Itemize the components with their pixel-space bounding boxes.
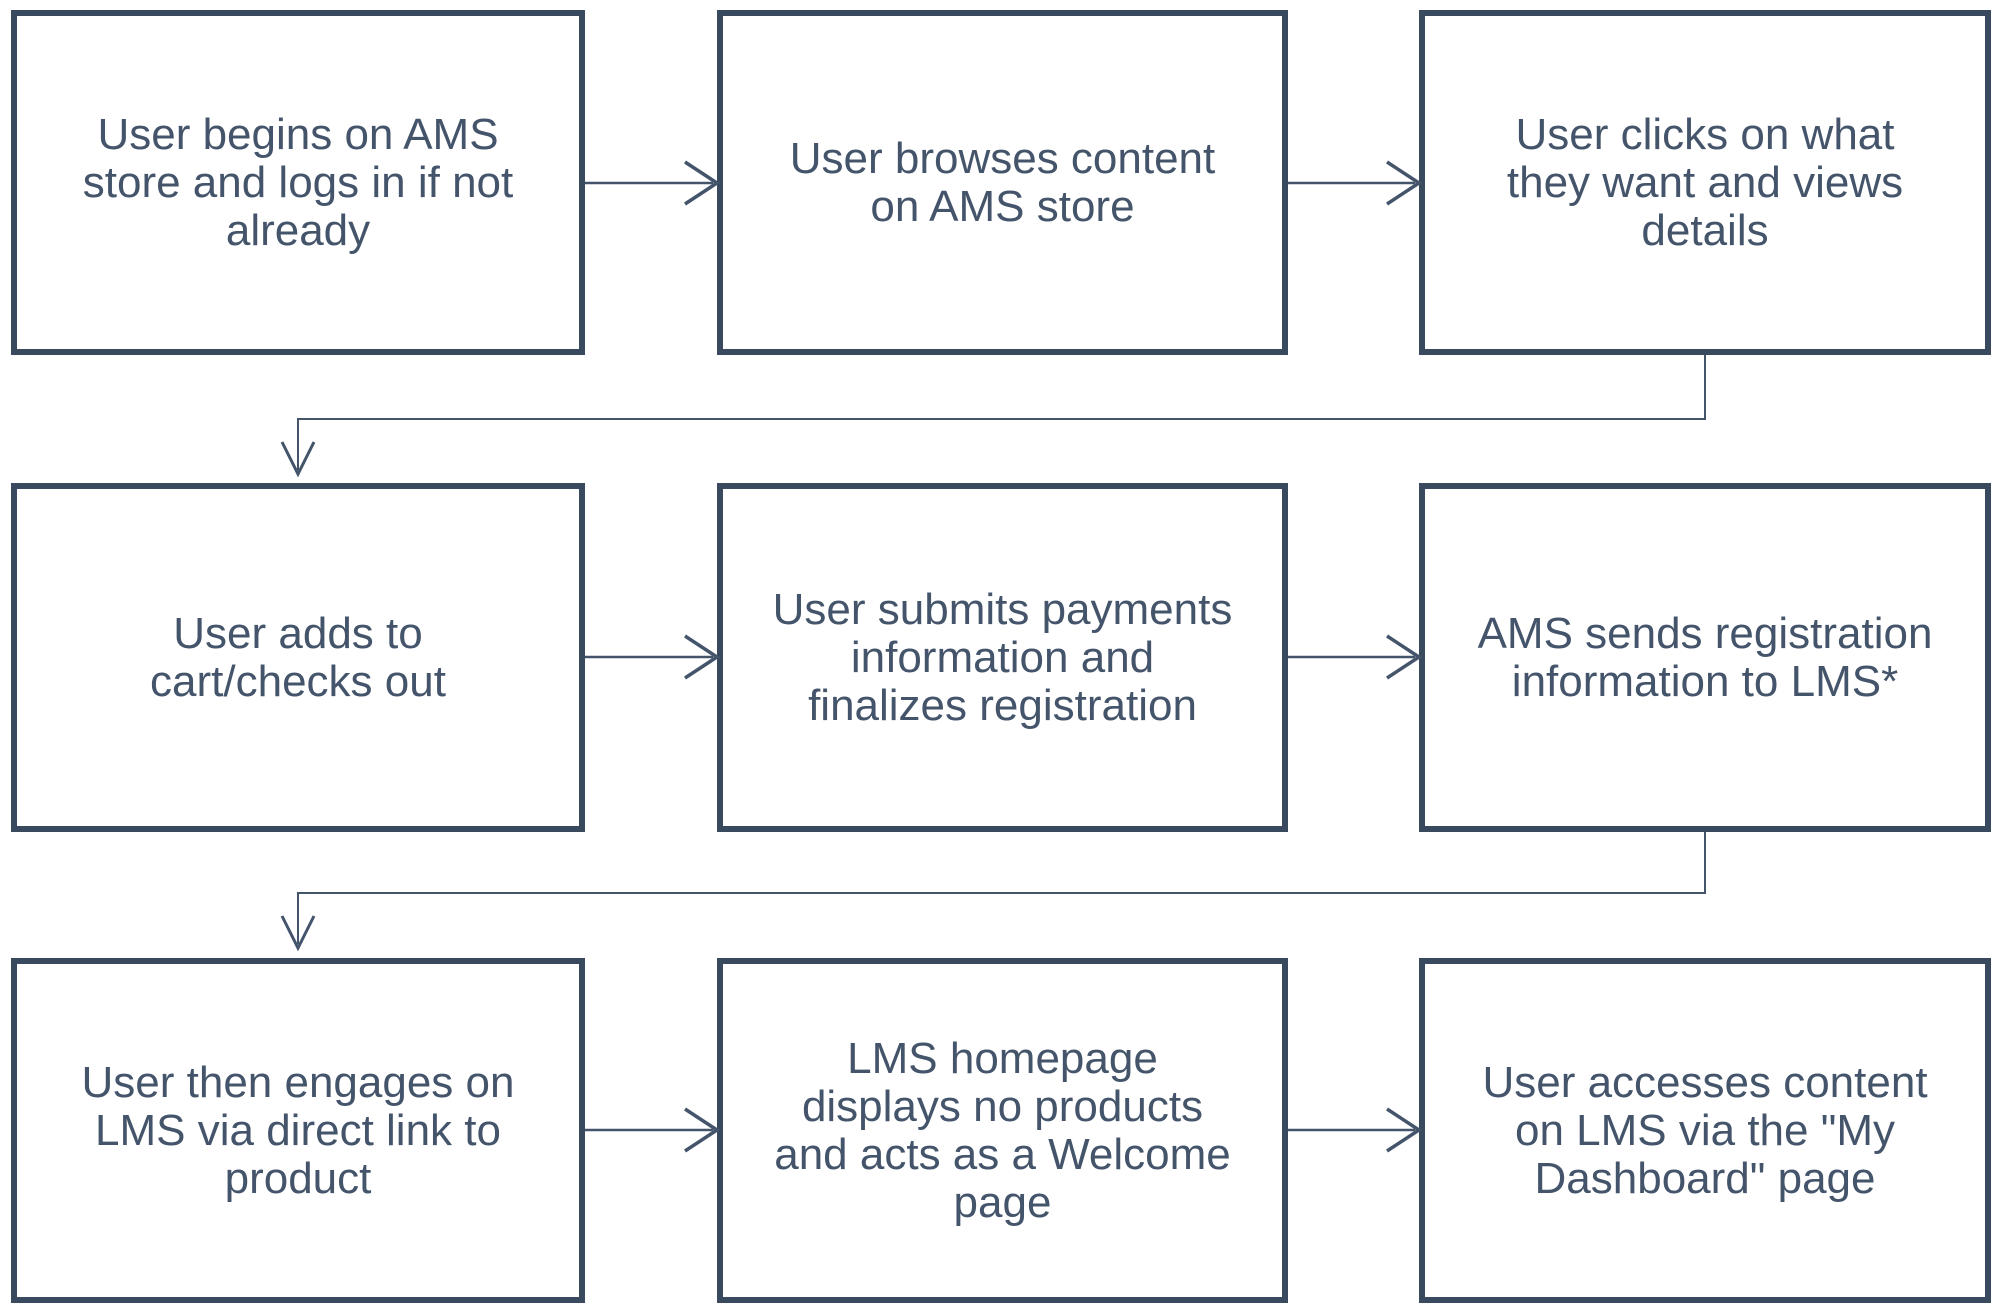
arrow-box7-to-box8 — [585, 1107, 721, 1153]
flow-box-1: User begins on AMS store and logs in if … — [11, 10, 585, 355]
flow-box-4-label: User adds to cart/checks out — [150, 608, 446, 706]
flow-box-5: User submits payments information and fi… — [717, 483, 1288, 832]
arrow-box5-to-box6 — [1288, 634, 1423, 680]
flow-box-3: User clicks on what they want and views … — [1419, 10, 1991, 355]
flow-box-1-label: User begins on AMS store and logs in if … — [82, 109, 514, 255]
flow-box-2: User browses content on AMS store — [717, 10, 1288, 355]
flow-box-9: User accesses content on LMS via the "My… — [1419, 958, 1991, 1303]
flow-box-3-label: User clicks on what they want and views … — [1506, 109, 1904, 255]
flow-box-9-label: User accesses content on LMS via the "My… — [1482, 1057, 1928, 1203]
flow-box-8: LMS homepage displays no products and ac… — [717, 958, 1288, 1303]
arrow-box2-to-box3 — [1288, 160, 1423, 206]
flow-box-5-label: User submits payments information and fi… — [772, 584, 1233, 730]
flow-box-2-label: User browses content on AMS store — [789, 133, 1216, 231]
flow-box-6-label: AMS sends registration information to LM… — [1477, 608, 1933, 706]
flow-box-6: AMS sends registration information to LM… — [1419, 483, 1991, 832]
arrow-box8-to-box9 — [1288, 1107, 1423, 1153]
elbow-arrow-box3-to-box4 — [280, 355, 1706, 478]
flow-box-7: User then engages on LMS via direct link… — [11, 958, 585, 1303]
flow-box-8-label: LMS homepage displays no products and ac… — [774, 1033, 1231, 1227]
arrow-box1-to-box2 — [585, 160, 721, 206]
elbow-arrow-box6-to-box7 — [280, 832, 1706, 952]
flow-box-7-label: User then engages on LMS via direct link… — [81, 1057, 515, 1203]
arrow-box4-to-box5 — [585, 634, 721, 680]
flow-box-4: User adds to cart/checks out — [11, 483, 585, 832]
